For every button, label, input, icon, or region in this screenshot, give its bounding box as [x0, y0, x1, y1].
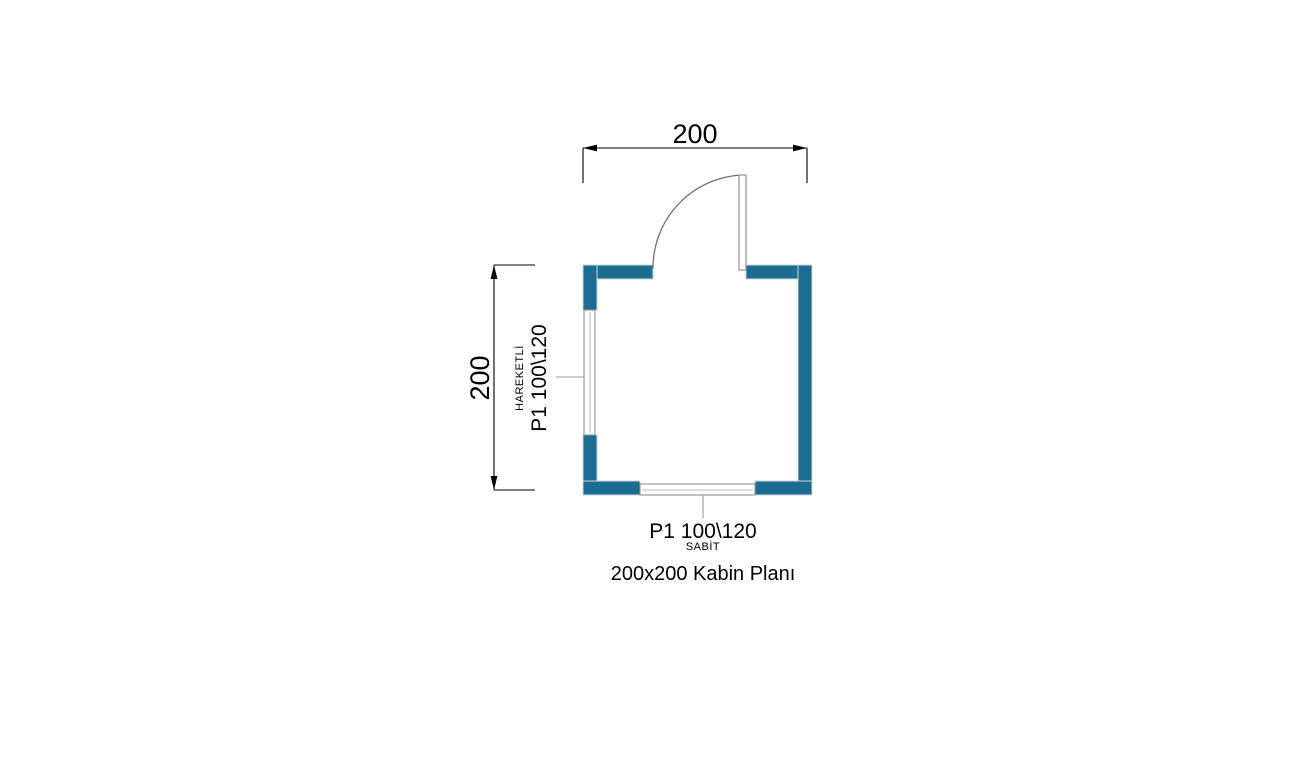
bottom-window-glazing — [639, 483, 756, 496]
cabin-walls — [582, 264, 813, 496]
height-dimension: 200 — [465, 264, 535, 491]
width-dimension-value: 200 — [672, 119, 717, 149]
entry-door — [652, 174, 747, 271]
height-dimension-arrow-top — [490, 265, 498, 279]
left-window-glazing — [583, 309, 596, 436]
width-dimension: 200 — [582, 119, 808, 183]
bottom-window-annotation: P1 100\120 SABİT — [649, 495, 757, 553]
left-window-code: P1 100\120 — [528, 324, 551, 431]
bottom-window-type: SABİT — [686, 540, 720, 553]
wall-bottom-right-segment — [754, 480, 813, 496]
plan-title: 200x200 Kabin Planı — [611, 563, 796, 585]
bottom-window-code: P1 100\120 — [649, 520, 756, 543]
door-swing-arc — [652, 174, 744, 269]
door-leaf — [738, 174, 747, 271]
left-window-annotation: P1 100\120 HAREKETLİ — [513, 324, 586, 432]
height-dimension-arrow-bottom — [490, 476, 498, 490]
left-window-type: HAREKETLİ — [513, 345, 526, 411]
height-dimension-value: 200 — [465, 355, 495, 400]
width-dimension-arrow-left — [583, 144, 597, 152]
wall-left-upper-segment — [582, 264, 598, 311]
wall-bottom-left-segment — [582, 480, 641, 496]
width-dimension-arrow-right — [793, 144, 807, 152]
wall-right-segment — [797, 264, 813, 496]
